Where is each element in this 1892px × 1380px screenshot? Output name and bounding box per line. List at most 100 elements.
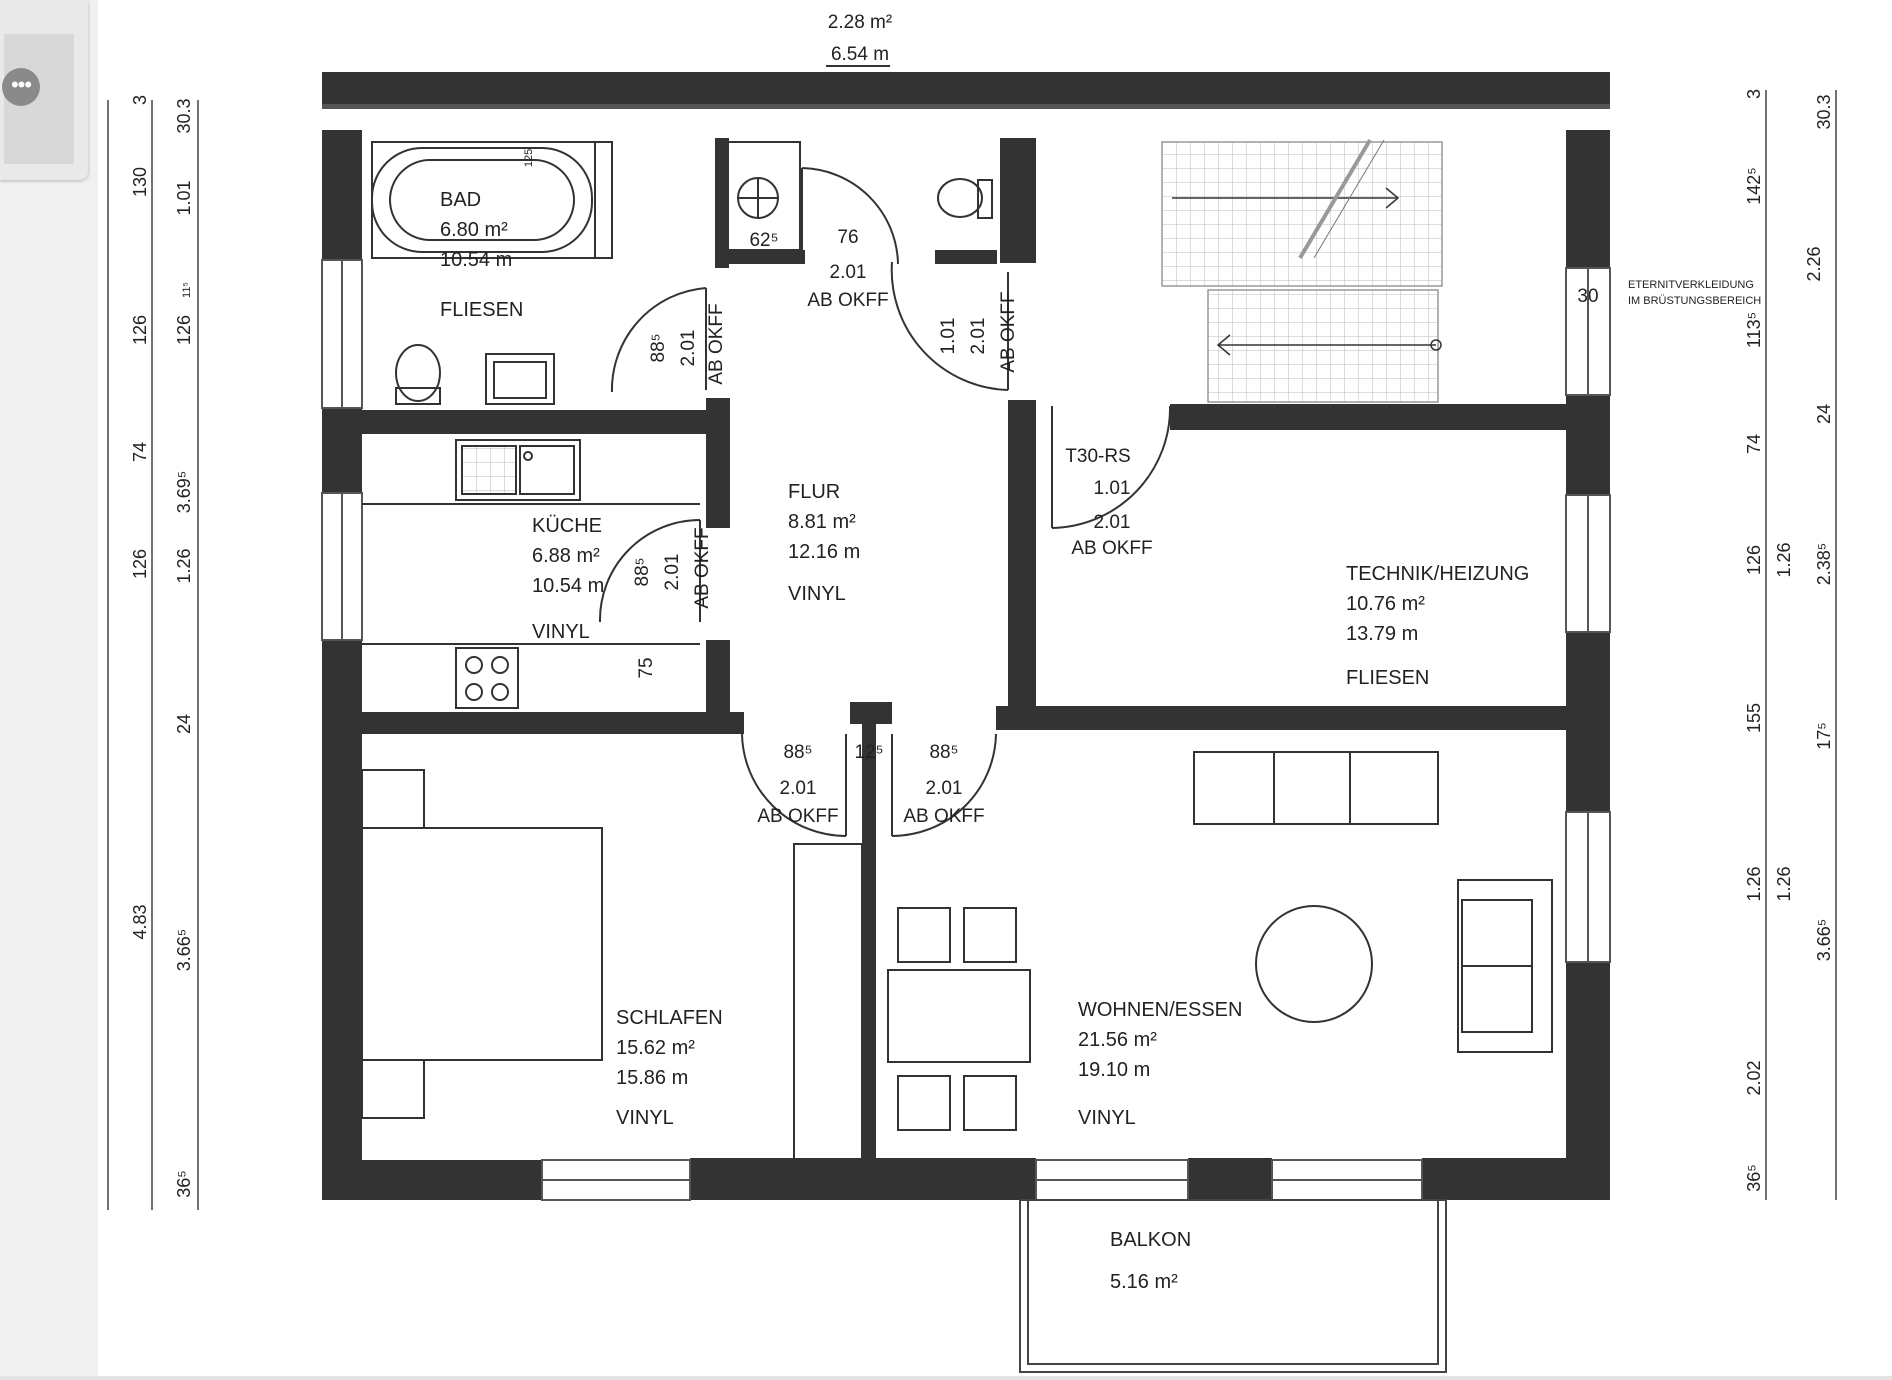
- dim-text: 126: [174, 315, 194, 345]
- door-label-wc: 76 2.01 AB OKFF: [807, 227, 888, 311]
- dim-text: 155: [1744, 703, 1764, 733]
- room-area: 21.56 m²: [1078, 1029, 1157, 1051]
- dim-text: 36⁵: [1744, 1164, 1764, 1191]
- door-ref: AB OKFF: [903, 806, 984, 827]
- balcony: [1019, 1199, 1447, 1373]
- room-perimeter: 15.86 m: [616, 1067, 688, 1089]
- walls: [322, 72, 1610, 1200]
- door-width: 88⁵: [632, 557, 653, 586]
- door-label-bad: 88⁵ 2.01 AB OKFF: [648, 303, 727, 384]
- dim-text: 24: [1814, 404, 1834, 424]
- bath-mark: 125: [523, 149, 535, 167]
- dim-text: 113⁵: [1744, 312, 1764, 348]
- room-floor: FLIESEN: [440, 299, 523, 321]
- room-area: 15.62 m²: [616, 1037, 695, 1059]
- dimension-lines-right: [1765, 90, 1837, 1200]
- door-width: 1.01: [938, 318, 959, 355]
- dim-text: 1.26: [1774, 542, 1794, 577]
- room-name: TECHNIK/HEIZUNG: [1346, 563, 1529, 585]
- windows: [321, 259, 1611, 1201]
- dim-text: 36⁵: [174, 1170, 194, 1197]
- door-label-kueche: 88⁵ 2.01 AB OKFF: [632, 527, 713, 608]
- bedroom-furniture: [361, 769, 863, 1161]
- room-floor: VINYL: [788, 583, 846, 605]
- room-perimeter: 10.54 m: [532, 575, 604, 597]
- kitchen-fixtures: [362, 439, 700, 709]
- door-ref: AB OKFF: [1071, 538, 1152, 559]
- dim-text: 3: [130, 95, 150, 105]
- wardrobe: [793, 843, 863, 1161]
- room-name: BAD: [440, 189, 481, 211]
- dim-text: 30.3: [1814, 94, 1834, 129]
- room-technik: TECHNIK/HEIZUNG 10.76 m² 13.79 m FLIESEN: [1346, 563, 1529, 689]
- door-height: 2.01: [830, 262, 867, 283]
- dim-text: 1.26: [174, 548, 194, 583]
- room-name: WOHNEN/ESSEN: [1078, 999, 1242, 1021]
- room-name: SCHLAFEN: [616, 1007, 723, 1029]
- note-line-2: IM BRÜSTUNGSBEREICH: [1628, 295, 1761, 307]
- living-furniture: [887, 751, 1553, 1131]
- door-ref: AB OKFF: [692, 527, 713, 608]
- parapet-label: 30: [1577, 286, 1598, 307]
- ellipsis-icon: •••: [10, 72, 32, 97]
- sofa: [1457, 879, 1553, 1053]
- room-name: BALKON: [1110, 1229, 1191, 1251]
- door-kueche: [598, 519, 701, 623]
- door-width: 88⁵: [929, 742, 958, 763]
- room-perimeter: 12.16 m: [788, 541, 860, 563]
- washbasin: [485, 353, 555, 405]
- dim-text: 126: [1744, 545, 1764, 575]
- dim-text: 1.01: [174, 180, 194, 215]
- door-swings: [598, 167, 1172, 837]
- door-ref: AB OKFF: [807, 290, 888, 311]
- room-kueche: KÜCHE 6.88 m² 10.54 m VINYL: [532, 515, 604, 643]
- dim-text: 142⁵: [1744, 167, 1764, 205]
- note-line-1: ETERNITVERKLEIDUNG: [1628, 279, 1754, 291]
- dimension-lines-left: [107, 100, 199, 1210]
- floorplan-thumbnail[interactable]: •••: [0, 0, 88, 180]
- room-perimeter: 13.79 m: [1346, 623, 1418, 645]
- dim-text: 1.26: [1744, 866, 1764, 901]
- room-bad: BAD 6.80 m² 10.54 m FLIESEN: [440, 189, 523, 321]
- dim-text: 74: [130, 442, 150, 462]
- door-bad: [610, 287, 707, 393]
- room-area: 10.76 m²: [1346, 593, 1425, 615]
- wall-top: [322, 72, 1610, 104]
- toilet: [395, 344, 441, 402]
- dim-text: 126: [130, 315, 150, 345]
- dim-text: 2.26: [1804, 246, 1824, 281]
- door-schlafen: [741, 733, 847, 837]
- dim-text: 2.38⁵: [1814, 543, 1834, 586]
- room-name: KÜCHE: [532, 515, 602, 537]
- dim-text: 30.3: [174, 98, 194, 133]
- dim-text: 3.69⁵: [174, 471, 194, 514]
- room-area: 5.16 m²: [1110, 1271, 1178, 1293]
- room-flur: FLUR 8.81 m² 12.16 m VINYL: [788, 481, 860, 605]
- door-ref: AB OKFF: [706, 303, 727, 384]
- room-schlafen: SCHLAFEN 15.62 m² 15.86 m VINYL: [616, 1007, 723, 1129]
- viewer-sidebar: [0, 0, 98, 1380]
- dim-text: 126: [130, 549, 150, 579]
- dim-text: 3: [1744, 89, 1764, 99]
- dims-left-outer: 3 130 126 74 126 4.83: [130, 95, 150, 940]
- dim-text: 1.26: [1774, 866, 1794, 901]
- room-area: 6.80 m²: [440, 219, 508, 241]
- door-height: 2.01: [926, 778, 963, 799]
- top-perimeter: 6.54 m: [831, 44, 889, 65]
- dims-right-outer: 30.3 24 1.26 2.38⁵ 17⁵ 1.26 3.66⁵: [1774, 94, 1834, 961]
- room-wohnen: WOHNEN/ESSEN 21.56 m² 19.10 m VINYL: [1078, 999, 1242, 1129]
- door-height: 2.01: [662, 554, 683, 591]
- room-balkon: BALKON 5.16 m²: [1110, 1229, 1191, 1293]
- room-area: 6.88 m²: [532, 545, 600, 567]
- dims-right-inner: 3 142⁵ 2.26 113⁵ 74 126 155 1.26 2.02 36…: [1744, 89, 1824, 1192]
- door-ref: AB OKFF: [998, 291, 1019, 372]
- door-label-stair: 1.01 2.01 AB OKFF: [938, 291, 1019, 372]
- staircase: [1161, 138, 1443, 403]
- door-ref: AB OKFF: [757, 806, 838, 827]
- dim-text: 74: [1744, 434, 1764, 454]
- sink: [455, 439, 581, 501]
- more-options-button[interactable]: •••: [2, 68, 40, 106]
- door-height: 2.01: [1094, 512, 1131, 533]
- top-label: 2.28 m² 6.54 m: [826, 12, 892, 67]
